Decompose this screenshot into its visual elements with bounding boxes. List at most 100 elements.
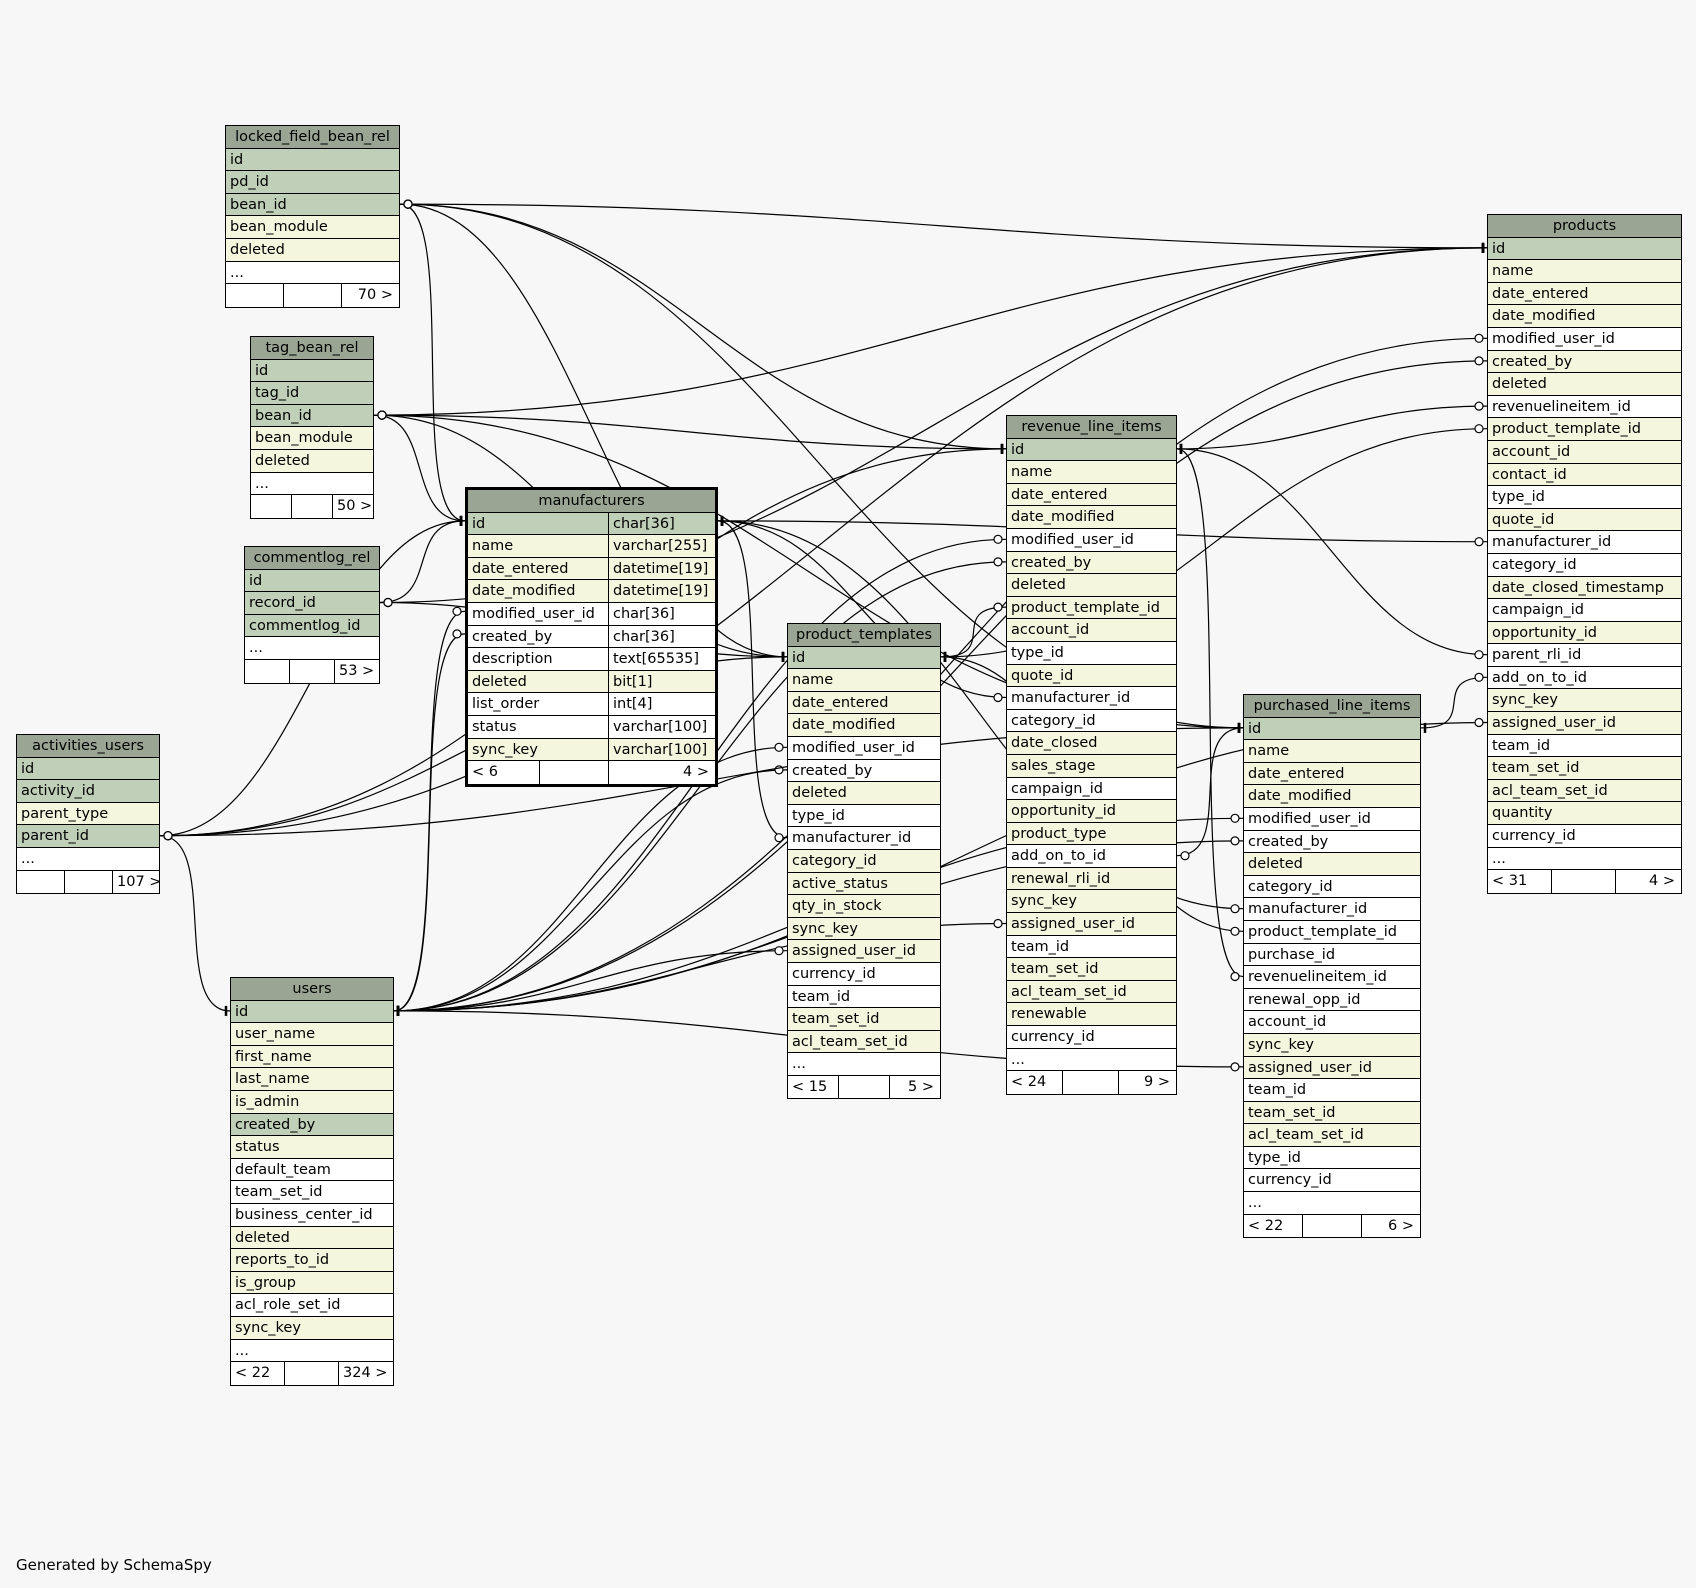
parents-count[interactable]: < 15 bbox=[788, 1075, 839, 1099]
column-row[interactable]: renewal_opp_id bbox=[1244, 988, 1420, 1012]
column-row[interactable]: ... bbox=[231, 1339, 393, 1363]
column-row[interactable]: ... bbox=[1007, 1048, 1176, 1072]
column-row[interactable]: id bbox=[245, 569, 379, 593]
column-row[interactable]: team_set_id bbox=[1488, 757, 1681, 780]
column-row[interactable]: campaign_id bbox=[1007, 777, 1176, 801]
children-count[interactable]: 50 > bbox=[337, 498, 373, 515]
footer-spacer[interactable] bbox=[1303, 1214, 1362, 1238]
column-row[interactable]: id bbox=[251, 359, 373, 383]
column-row[interactable]: campaign_id bbox=[1488, 599, 1681, 622]
column-row[interactable]: category_id bbox=[788, 849, 940, 873]
column-row[interactable]: qty_in_stock bbox=[788, 895, 940, 918]
column-row[interactable]: manufacturer_id bbox=[1007, 687, 1176, 710]
column-row[interactable]: type_id bbox=[1007, 641, 1176, 665]
footer-spacer[interactable] bbox=[839, 1075, 890, 1099]
children-count[interactable]: 9 > bbox=[1144, 1074, 1170, 1091]
column-row[interactable]: ... bbox=[226, 261, 399, 285]
footer-spacer[interactable] bbox=[1552, 870, 1616, 893]
column-row[interactable]: opportunity_id bbox=[1007, 800, 1176, 823]
column-row[interactable]: deleted bbox=[1244, 853, 1420, 876]
footer-spacer[interactable] bbox=[292, 495, 333, 518]
column-row[interactable]: date_modified bbox=[788, 714, 940, 737]
column-row[interactable]: quantity bbox=[1488, 802, 1681, 826]
column-row[interactable]: id bbox=[1244, 717, 1420, 741]
parents-count[interactable] bbox=[245, 659, 290, 683]
column-row[interactable]: id bbox=[1007, 438, 1176, 462]
column-row[interactable]: sales_stage bbox=[1007, 754, 1176, 778]
column-row[interactable]: team_set_id bbox=[1007, 958, 1176, 981]
column-row[interactable]: parent_type bbox=[17, 802, 159, 826]
table-header[interactable]: locked_field_bean_rel bbox=[226, 126, 399, 149]
column-row[interactable]: team_id bbox=[788, 985, 940, 1009]
table-header[interactable]: activities_users bbox=[17, 735, 159, 758]
column-row[interactable]: manufacturer_id bbox=[1488, 531, 1681, 554]
column-row[interactable]: id bbox=[17, 757, 159, 781]
column-row[interactable]: category_id bbox=[1244, 875, 1420, 899]
column-row[interactable]: quote_id bbox=[1488, 508, 1681, 532]
parents-count[interactable]: < 22 bbox=[231, 1362, 285, 1385]
column-row[interactable]: add_on_to_id bbox=[1007, 845, 1176, 868]
column-row[interactable]: active_status bbox=[788, 872, 940, 896]
column-row[interactable]: team_id bbox=[1488, 734, 1681, 758]
table-header[interactable]: purchased_line_items bbox=[1244, 695, 1420, 718]
parents-count[interactable]: < 24 bbox=[1007, 1071, 1063, 1094]
column-row[interactable]: name bbox=[1007, 461, 1176, 484]
table-header[interactable]: commentlog_rel bbox=[245, 547, 379, 570]
column-row[interactable]: team_set_id bbox=[1244, 1101, 1420, 1125]
column-row[interactable]: id bbox=[226, 148, 399, 172]
column-row[interactable]: created_by bbox=[1007, 551, 1176, 575]
children-count[interactable]: 4 > bbox=[1649, 873, 1675, 890]
column-row[interactable]: sync_key bbox=[788, 917, 940, 941]
column-row[interactable]: ... bbox=[17, 847, 159, 871]
column-row[interactable]: sync_key bbox=[1007, 890, 1176, 914]
column-row[interactable]: team_id bbox=[1007, 935, 1176, 959]
children-count[interactable]: 4 > bbox=[683, 764, 709, 781]
column-row[interactable]: assigned_user_id bbox=[788, 940, 940, 963]
column-row[interactable]: revenuelineitem_id bbox=[1244, 966, 1420, 989]
column-row[interactable]: ... bbox=[1488, 847, 1681, 871]
column-row[interactable]: name bbox=[1244, 740, 1420, 763]
column-row[interactable]: quote_id bbox=[1007, 664, 1176, 688]
column-row[interactable]: date_entered bbox=[1488, 282, 1681, 306]
column-row[interactable]: deleted bbox=[231, 1226, 393, 1250]
column-row[interactable]: account_id bbox=[1488, 440, 1681, 464]
column-row[interactable]: currency_id bbox=[1007, 1026, 1176, 1049]
column-row[interactable]: team_set_id bbox=[788, 1008, 940, 1031]
column-row[interactable]: created_by bbox=[1488, 350, 1681, 374]
column-row[interactable]: business_center_id bbox=[231, 1203, 393, 1227]
footer-spacer[interactable] bbox=[285, 1362, 339, 1385]
column-row[interactable]: renewal_rli_id bbox=[1007, 867, 1176, 891]
column-row[interactable]: assigned_user_id bbox=[1244, 1056, 1420, 1080]
column-row[interactable]: date_modified bbox=[1007, 506, 1176, 529]
column-row[interactable]: is_admin bbox=[231, 1090, 393, 1114]
children-count[interactable]: 6 > bbox=[1388, 1217, 1414, 1234]
column-row[interactable]: deleted bbox=[1488, 373, 1681, 396]
column-row[interactable]: user_name bbox=[231, 1023, 393, 1046]
column-row[interactable]: currency_id bbox=[1244, 1169, 1420, 1193]
children-count[interactable]: 53 > bbox=[339, 662, 375, 679]
footer-spacer[interactable] bbox=[540, 761, 609, 784]
table-header[interactable]: products bbox=[1488, 215, 1681, 238]
column-row[interactable]: pd_id bbox=[226, 171, 399, 194]
column-row[interactable]: created_by bbox=[231, 1113, 393, 1137]
parents-count[interactable]: < 31 bbox=[1488, 870, 1552, 893]
column-row[interactable]: acl_team_set_id bbox=[1007, 980, 1176, 1004]
column-row[interactable]: purchase_id bbox=[1244, 943, 1420, 967]
parents-count[interactable] bbox=[17, 870, 65, 894]
column-row[interactable]: ... bbox=[1244, 1192, 1420, 1215]
column-row[interactable]: date_entered bbox=[1244, 762, 1420, 786]
column-row[interactable]: date_modified bbox=[1488, 305, 1681, 328]
